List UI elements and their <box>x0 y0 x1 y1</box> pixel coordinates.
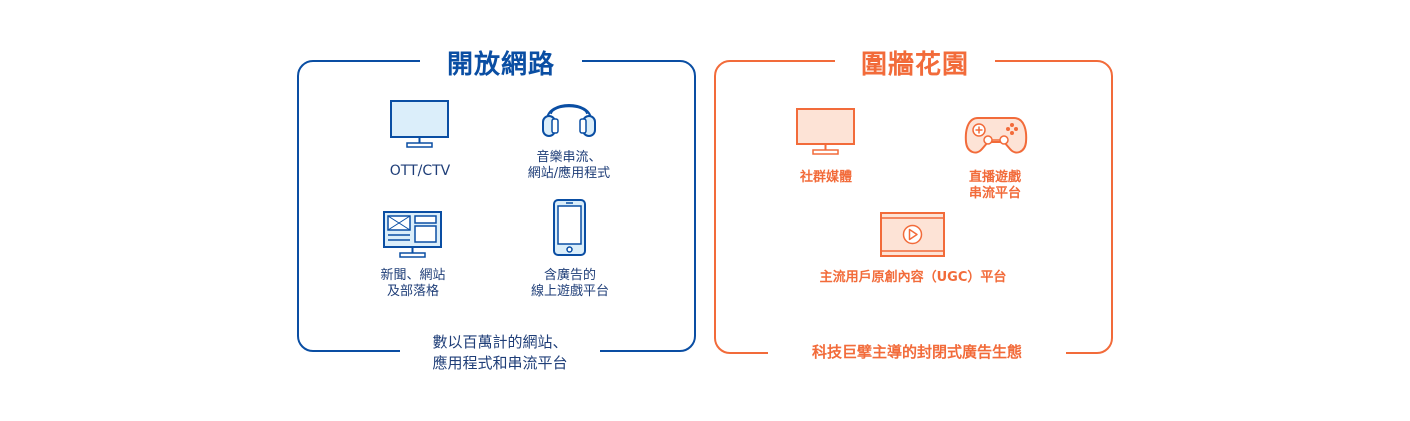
open-web-title: 開放網路 <box>446 50 555 80</box>
open-web-frame <box>297 60 696 352</box>
monitor-icon <box>796 108 855 155</box>
open-web-caption: 數以百萬計的網站、 應用程式和串流平台 <box>432 333 568 372</box>
open-web-caption-gap <box>400 342 600 356</box>
walled-garden-frame <box>714 60 1113 354</box>
smartphone-icon <box>553 199 586 256</box>
walled-garden-title: 圍牆花園 <box>860 50 969 80</box>
social-media-label: 社群媒體 <box>799 170 852 185</box>
news-monitor-icon <box>383 211 442 258</box>
headphones-icon <box>542 104 596 137</box>
open-web-title-gap <box>420 54 582 68</box>
gamepad-icon <box>964 117 1028 154</box>
walled-garden-caption-gap <box>768 344 1066 358</box>
walled-garden-caption: 科技巨擘主導的封閉式廣告生態 <box>811 343 1022 361</box>
video-play-icon <box>880 212 945 257</box>
tv-icon <box>390 100 449 148</box>
music-streaming-label: 音樂串流、 網站/應用程式 <box>527 150 611 181</box>
news-sites-label: 新聞、網站 及部落格 <box>380 268 446 299</box>
live-game-streaming-label: 直播遊戲 串流平台 <box>968 170 1021 201</box>
ott-ctv-label: OTT/CTV <box>389 163 451 179</box>
online-games-label: 含廣告的 線上遊戲平台 <box>530 268 609 299</box>
walled-garden-title-gap <box>835 54 995 68</box>
ugc-platform-label: 主流用戶原創內容（UGC）平台 <box>819 270 1007 285</box>
